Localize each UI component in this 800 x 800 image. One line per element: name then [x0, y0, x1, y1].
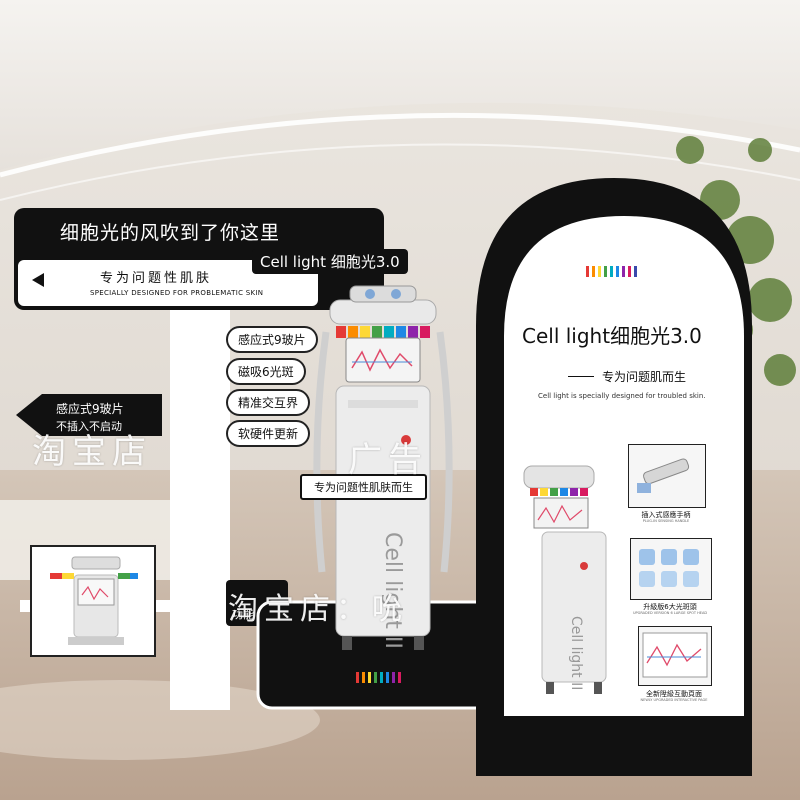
feature-pill-2: 磁吸6光斑 [226, 358, 306, 385]
feature-pill-1: 感应式9玻片 [226, 326, 318, 353]
spot-head-icon [639, 549, 699, 587]
rainbow-segment [598, 266, 601, 277]
stand-banner: 专为问题性肌肤而生 [300, 474, 427, 500]
banner-title: 细胞光的风吹到了你这里 [60, 222, 281, 244]
callout-1-cn: 插入式感應手柄 [641, 511, 691, 519]
rainbow-segment [592, 266, 595, 277]
large-machine-text: Cell light II [380, 532, 405, 649]
arrow-sign-line1: 感应式9玻片 [56, 402, 124, 416]
callout-interface-image [638, 626, 712, 686]
arch-tagline: 专为问题肌而生 [602, 370, 687, 384]
banner-inner-panel: 专为问题性肌肤 SPECIALLY DESIGNED FOR PROBLEMAT… [18, 260, 318, 306]
callout-3-en: NEWLY UPGRADED INTERACTIVE PAGE [640, 698, 708, 702]
callout-spot-image [630, 538, 712, 600]
banner-subtitle: 专为问题性肌肤 [100, 271, 213, 286]
top-banner: 细胞光的风吹到了你这里 专为问题性肌肤 SPECIALLY DESIGNED F… [14, 208, 384, 310]
banner-subtitle-en: SPECIALLY DESIGNED FOR PROBLEMATIC SKIN [90, 289, 264, 297]
arch-rainbow-bar [586, 266, 637, 277]
rainbow-segment [356, 672, 359, 683]
rainbow-segment [380, 672, 383, 683]
callout-1-en: PLUG-IN SENSING HANDLE [642, 519, 690, 523]
watermark-2: 广告 [348, 440, 428, 480]
small-sign-text: 功能 [232, 608, 254, 621]
rainbow-segment [622, 266, 625, 277]
arch-machine-image: Cell light II [523, 465, 607, 694]
machine-name-label: Cell light 细胞光3.0 [252, 249, 408, 274]
arrow-sign [16, 394, 162, 436]
small-photo-frame [30, 545, 156, 657]
callout-2-cn: 升級版6大光斑頭 [643, 603, 697, 611]
stand-rainbow-bar [356, 672, 401, 683]
rainbow-segment [616, 266, 619, 277]
rainbow-segment [628, 266, 631, 277]
rainbow-segment [604, 266, 607, 277]
rainbow-segment [392, 672, 395, 683]
watermark-3: 淘宝店：吮 [228, 592, 408, 627]
callout-3-cn: 全新陞級互動頁面 [646, 690, 702, 698]
left-arrow-icon [32, 273, 44, 287]
rainbow-segment [374, 672, 377, 683]
rainbow-segment [368, 672, 371, 683]
rainbow-segment [586, 266, 589, 277]
arch-description: Cell light is specially designed for tro… [538, 392, 706, 400]
feature-pill-3: 精准交互界 [226, 389, 311, 416]
feature-pill-4: 软硬件更新 [226, 420, 311, 447]
large-machine-image: Cell light II [313, 285, 453, 650]
arch-machine-text: Cell light II [568, 616, 584, 690]
arrow-sign-line2: 不插入不启动 [56, 420, 122, 433]
rainbow-segment [610, 266, 613, 277]
callout-2-en: UPGRADED VERSION 6 LARGE SPOT HEAD [632, 611, 708, 615]
rainbow-segment [634, 266, 637, 277]
callout-handle-image [628, 444, 706, 508]
arch-tagline-dash [568, 376, 594, 377]
rainbow-segment [386, 672, 389, 683]
rainbow-segment [398, 672, 401, 683]
small-machine-image [50, 556, 138, 645]
rainbow-segment [362, 672, 365, 683]
watermark-1: 淘宝店 [32, 432, 152, 472]
handle-icon [637, 458, 690, 493]
interface-screen-icon [642, 632, 708, 678]
arch-title: Cell light细胞光3.0 [522, 324, 702, 348]
